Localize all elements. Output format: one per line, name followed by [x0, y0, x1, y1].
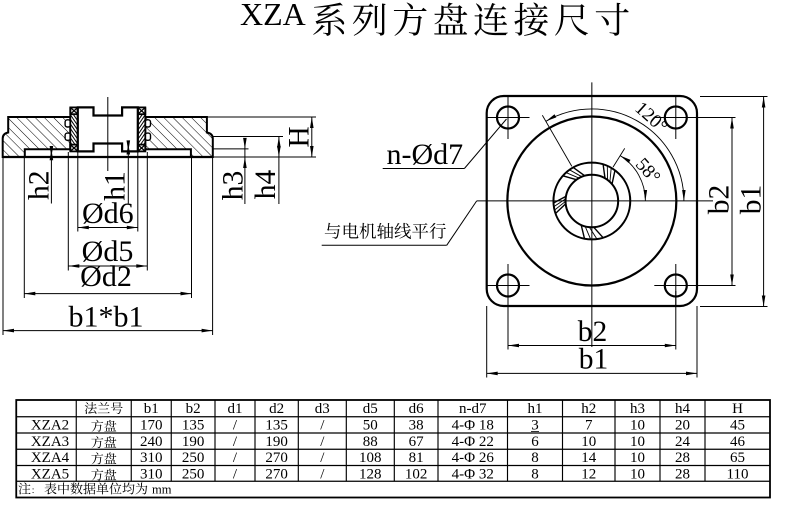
- svg-text:XZA2: XZA2: [31, 418, 69, 434]
- svg-text:b1: b1: [735, 185, 767, 215]
- svg-text:190: 190: [265, 434, 288, 450]
- svg-text:10: 10: [630, 450, 645, 466]
- svg-text:8: 8: [531, 450, 539, 466]
- svg-text:Ød6: Ød6: [82, 197, 134, 230]
- svg-text:28: 28: [675, 450, 690, 466]
- svg-text:81: 81: [409, 450, 424, 466]
- svg-text:190: 190: [182, 434, 205, 450]
- svg-text:65: 65: [730, 450, 745, 466]
- svg-text:6: 6: [531, 434, 539, 450]
- svg-text:XZA4: XZA4: [31, 450, 70, 466]
- svg-text:H: H: [732, 401, 743, 417]
- svg-text:h2: h2: [23, 171, 55, 201]
- svg-text:h2: h2: [581, 401, 596, 417]
- svg-text:h4: h4: [250, 170, 282, 200]
- svg-text:10: 10: [581, 434, 596, 450]
- svg-text:Ød2: Ød2: [80, 260, 132, 293]
- svg-text:10: 10: [630, 418, 645, 434]
- svg-text:102: 102: [405, 466, 428, 482]
- svg-text:n-d7: n-d7: [459, 401, 487, 417]
- svg-text:XZA5: XZA5: [31, 466, 69, 482]
- svg-text:h4: h4: [675, 401, 691, 417]
- svg-text:b2: b2: [704, 185, 736, 215]
- svg-text:d1: d1: [228, 401, 243, 417]
- svg-text:310: 310: [140, 450, 163, 466]
- svg-text:108: 108: [359, 450, 382, 466]
- svg-text:46: 46: [730, 434, 746, 450]
- svg-text:270: 270: [265, 450, 288, 466]
- svg-text:mm: mm: [152, 482, 172, 496]
- svg-text:8: 8: [531, 466, 539, 482]
- svg-text:4-Φ 32: 4-Φ 32: [452, 466, 494, 482]
- svg-text:310: 310: [140, 466, 163, 482]
- svg-text:28: 28: [675, 466, 690, 482]
- svg-text:b1: b1: [144, 401, 159, 417]
- svg-text:d2: d2: [269, 401, 284, 417]
- svg-text:24: 24: [675, 434, 691, 450]
- svg-text:XZA3: XZA3: [31, 434, 69, 450]
- svg-text:h1: h1: [528, 401, 543, 417]
- svg-text:b1: b1: [579, 344, 609, 376]
- svg-text:110: 110: [727, 466, 749, 482]
- svg-text:67: 67: [409, 434, 425, 450]
- svg-text:270: 270: [265, 466, 288, 482]
- svg-text:d5: d5: [363, 401, 378, 417]
- svg-text:45: 45: [730, 418, 745, 434]
- svg-text:b2: b2: [186, 401, 201, 417]
- svg-text:10: 10: [630, 434, 645, 450]
- svg-text:250: 250: [182, 450, 205, 466]
- svg-text:H: H: [283, 126, 315, 147]
- svg-text:4-Φ 26: 4-Φ 26: [452, 450, 495, 466]
- svg-text:XZA: XZA: [240, 0, 306, 32]
- svg-text:128: 128: [359, 466, 382, 482]
- svg-text:d3: d3: [315, 401, 330, 417]
- svg-text:50: 50: [363, 418, 378, 434]
- svg-text:38: 38: [409, 418, 424, 434]
- svg-text:d6: d6: [409, 401, 425, 417]
- svg-text:4-Φ 22: 4-Φ 22: [452, 434, 494, 450]
- svg-text:250: 250: [182, 466, 205, 482]
- svg-text:b1*b1: b1*b1: [69, 301, 144, 334]
- svg-text:10: 10: [630, 466, 645, 482]
- svg-text:135: 135: [265, 418, 288, 434]
- svg-text:20: 20: [675, 418, 690, 434]
- svg-text:h3: h3: [217, 171, 249, 201]
- svg-text:h3: h3: [630, 401, 645, 417]
- svg-text:n-Ød7: n-Ød7: [387, 138, 464, 171]
- svg-text:12: 12: [581, 466, 596, 482]
- svg-text:4-Φ 18: 4-Φ 18: [452, 418, 494, 434]
- svg-text:240: 240: [140, 434, 163, 450]
- svg-text:135: 135: [182, 418, 205, 434]
- svg-text:7: 7: [585, 418, 593, 434]
- svg-text:88: 88: [363, 434, 378, 450]
- svg-text:14: 14: [581, 450, 597, 466]
- svg-text:170: 170: [140, 418, 163, 434]
